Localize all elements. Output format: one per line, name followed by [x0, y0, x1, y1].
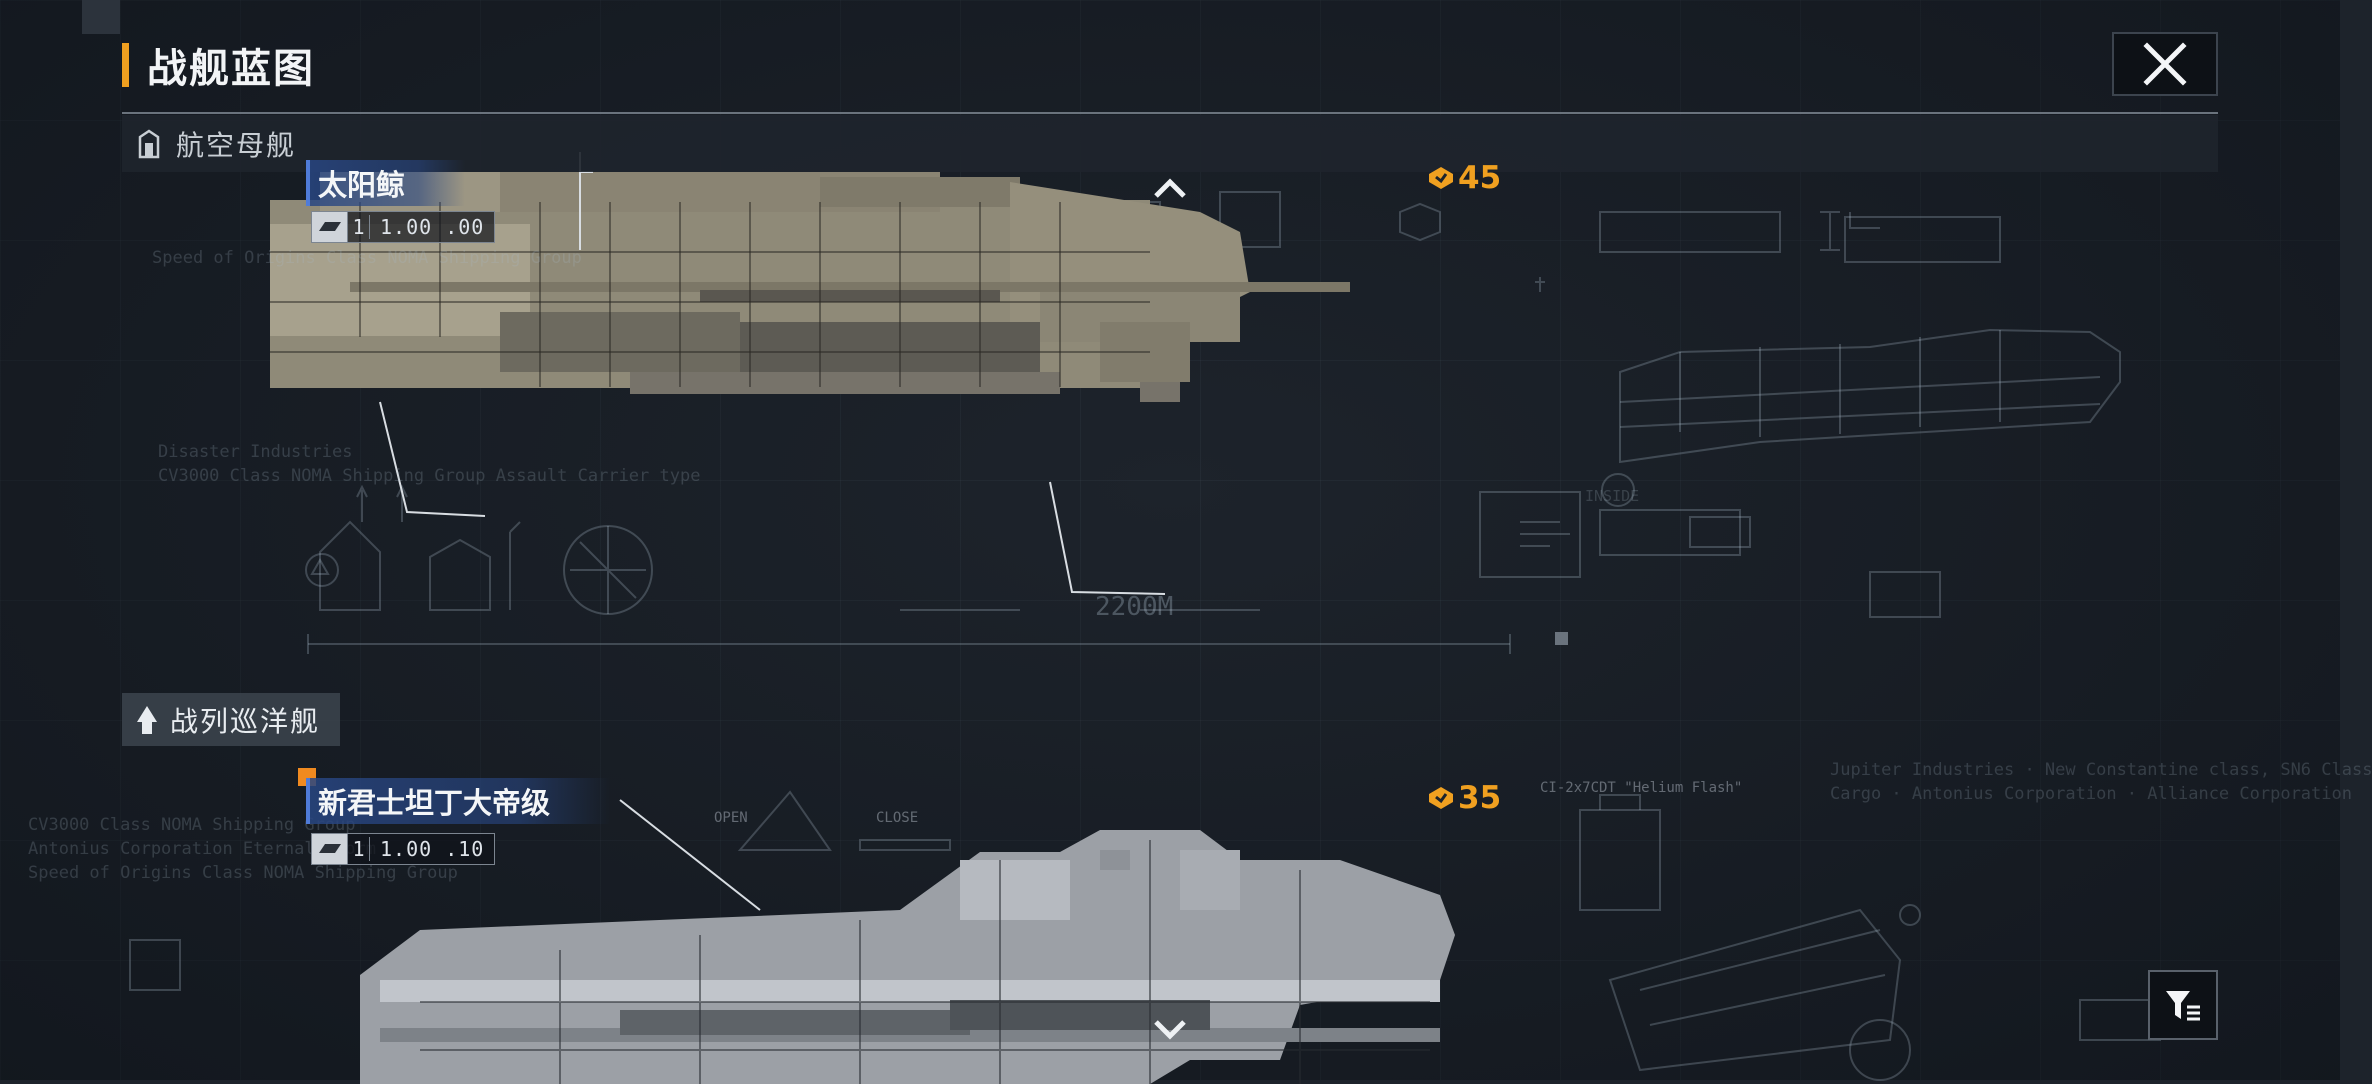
ship-name-carrier[interactable]: 太阳鲸 [306, 160, 466, 206]
ship-class-icon-2 [312, 834, 348, 864]
close-icon [2143, 42, 2187, 86]
page-title-text: 战舰蓝图 [147, 46, 315, 92]
header-divider [122, 112, 2218, 114]
ship-tag-battlecruiser: 1 1.00 .10 [311, 833, 496, 865]
carrier-icon [138, 128, 160, 158]
corner-tab [82, 0, 120, 34]
blueprint-note-9: CI-2x7CDT "Helium Flash" [1540, 780, 1743, 796]
chevron-down-icon [1154, 1020, 1186, 1040]
ship-name-battlecruiser[interactable]: 新君士坦丁大帝级 [306, 778, 611, 824]
power-icon [1429, 167, 1453, 189]
blueprint-note-7: Jupiter Industries · New Constantine cla… [1830, 760, 2372, 780]
filter-icon [2166, 991, 2200, 1021]
filter-button[interactable] [2148, 970, 2218, 1040]
blueprint-battlecruiser: CV3000 Class NOMA Shipping Group Antoniu… [0, 760, 2372, 1084]
ship-power-value-2: 35 [1458, 780, 1502, 816]
battlecruiser-ship-art [360, 830, 1455, 1084]
ship-stat-2: 1.00 .10 [380, 837, 485, 861]
carrier-schematic [270, 152, 2121, 654]
blueprint-note-8: Cargo · Antonius Corporation · Alliance … [1830, 784, 2352, 804]
power-icon-2 [1429, 787, 1453, 809]
section-battlecruiser-label: 战列巡洋舰 [170, 704, 321, 738]
ship-level: 1 [348, 215, 370, 239]
ship-tag-carrier: 1 1.00 .00 [311, 211, 496, 243]
close-button[interactable] [2112, 32, 2218, 96]
blueprint-note-inside: INSIDE [1585, 487, 1640, 505]
blueprint-carrier: Speed of Origins Class NOMA Shipping Gro… [140, 152, 2240, 672]
ship-name-battlecruiser-text: 新君士坦丁大帝级 [318, 786, 551, 820]
category-bar: 航空母舰 [122, 115, 2218, 172]
battlecruiser-schematic [129, 790, 2161, 1084]
page-title: 战舰蓝图 [122, 38, 315, 92]
chevron-up-icon [1154, 178, 1186, 198]
ship-class-icon [312, 212, 348, 242]
scroll-up-button[interactable] [1152, 176, 1188, 204]
title-accent-bar [122, 43, 129, 87]
ship-power-carrier: 45 [1428, 160, 1501, 196]
category-label: 航空母舰 [176, 128, 297, 162]
blueprint-note-4: CV3000 Class NOMA Shipping Group [28, 815, 356, 835]
scroll-marker [1555, 632, 1568, 645]
ship-level-2: 1 [348, 837, 370, 861]
blueprint-note-2: Disaster Industries [158, 442, 353, 462]
section-battlecruiser[interactable]: 战列巡洋舰 [122, 693, 340, 746]
blueprint-note-3: CV3000 Class NOMA Shipping Group Assault… [158, 466, 701, 486]
battlecruiser-icon [137, 705, 157, 734]
label-open: OPEN [714, 810, 748, 826]
scroll-down-button[interactable] [1152, 1018, 1188, 1046]
ship-name-carrier-text: 太阳鲸 [318, 168, 406, 202]
ship-power-battlecruiser: 35 [1428, 780, 1501, 816]
blueprint-note-1: Speed of Origins Class NOMA Shipping Gro… [152, 248, 582, 268]
carrier-ship-art [270, 172, 1350, 402]
blueprint-note-5: Antonius Corporation Eternal Storm [28, 839, 376, 859]
blueprint-note-6: Speed of Origins Class NOMA Shipping Gro… [28, 863, 458, 883]
carrier-length: 2200M [1095, 592, 1174, 622]
label-close: CLOSE [876, 810, 919, 826]
ship-stat: 1.00 .00 [380, 215, 485, 239]
ship-power-value: 45 [1458, 160, 1502, 196]
